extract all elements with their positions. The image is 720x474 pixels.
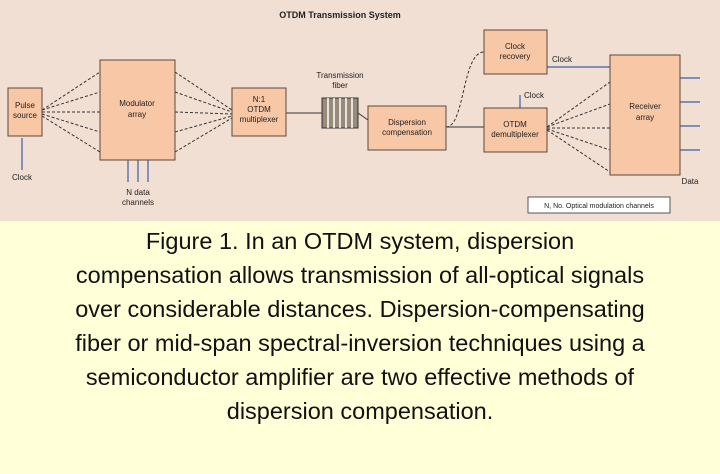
mux-line-1: N:1: [253, 95, 266, 104]
caption-line-6: dispersion compensation.: [226, 398, 494, 424]
clock-label-mid: Clock: [524, 91, 545, 100]
caption-line-5: semiconductor amplifier are two effectiv…: [85, 364, 635, 390]
pulse-source-line-2: source: [13, 111, 38, 120]
modulator-array-line-1: Modulator: [119, 99, 155, 108]
receiver-array-line-1: Receiver: [629, 102, 661, 111]
pulse-source-line-1: Pulse: [15, 101, 36, 110]
data-output-label: Data: [682, 177, 699, 186]
caption-line-4: fiber or mid-span spectral-inversion tec…: [75, 330, 645, 356]
caption-line-1: Figure 1. In an OTDM system, dispersion: [145, 228, 575, 254]
clock-recovery-line-2: recovery: [500, 52, 531, 61]
fiber-label-line-2: fiber: [332, 81, 348, 90]
block-otdm-demultiplexer: OTDM demultiplexer: [483, 107, 548, 153]
diagram-title: OTDM Transmission System: [279, 10, 401, 20]
dispersion-line-2: compensation: [382, 128, 432, 137]
transmission-fiber-spool: Transmission fiber: [316, 71, 364, 129]
receiver-array-line-2: array: [636, 113, 654, 122]
block-dispersion-compensation: Dispersion compensation: [367, 105, 447, 151]
n-data-line-2: channels: [122, 198, 154, 207]
otdm-diagram: OTDM Transmission System: [0, 0, 720, 221]
demux-line-1: OTDM: [503, 120, 527, 129]
fiber-label-line-1: Transmission: [316, 71, 363, 80]
n-data-line-1: N data: [126, 188, 150, 197]
caption-line-2: compensation allows transmission of all-…: [75, 262, 645, 288]
diagram-canvas: OTDM Transmission System: [7, 10, 700, 214]
modulator-array-line-2: array: [128, 110, 146, 119]
block-receiver-array: Receiver array: [609, 54, 681, 176]
figure-caption: Figure 1. In an OTDM system, dispersion …: [0, 224, 720, 474]
clock-label-input: Clock: [12, 173, 33, 182]
legend-text: N, No. Optical modulation channels: [544, 203, 654, 210]
block-clock-recovery: Clock recovery: [483, 29, 548, 75]
block-modulator-array: Modulator array: [99, 59, 176, 161]
clock-label-top: Clock: [552, 55, 573, 64]
dispersion-line-1: Dispersion: [388, 118, 426, 127]
mux-line-2: OTDM: [247, 105, 271, 114]
block-pulse-source: Pulse source: [7, 87, 43, 137]
legend-box: N, No. Optical modulation channels: [527, 196, 671, 214]
block-otdm-multiplexer: N:1 OTDM multiplexer: [231, 87, 287, 137]
caption-line-3: over considerable distances. Dispersion-…: [75, 296, 645, 322]
mux-line-3: multiplexer: [240, 115, 279, 124]
clock-recovery-line-1: Clock: [505, 42, 526, 51]
connections: [21, 51, 700, 182]
demux-line-2: demultiplexer: [491, 130, 539, 139]
